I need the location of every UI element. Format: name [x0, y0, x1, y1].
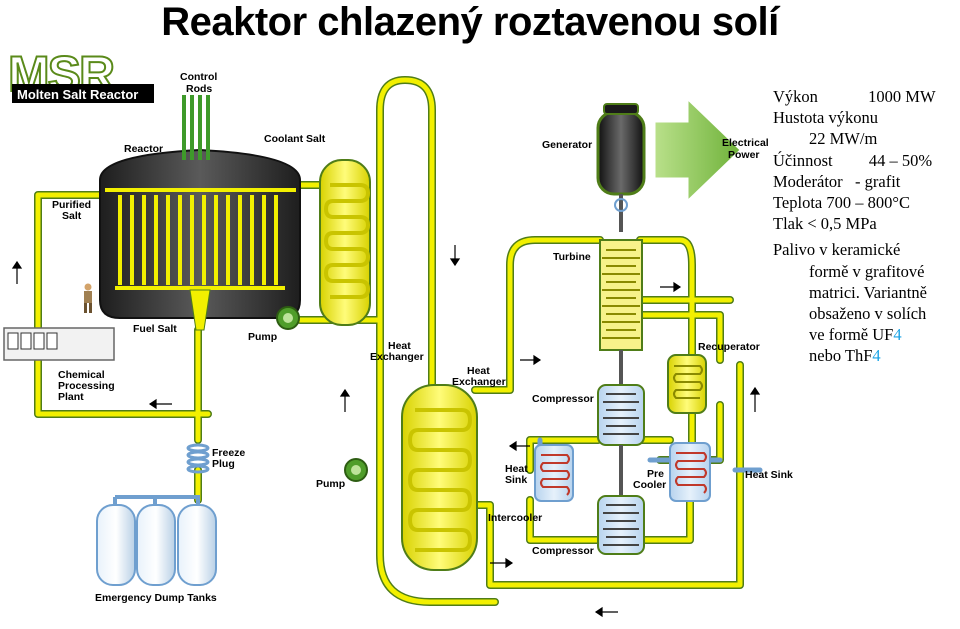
arrow-up-icon: [749, 386, 761, 412]
generator: [596, 103, 646, 232]
label-pump-2: Pump: [316, 478, 345, 490]
param-hustota-label: Hustota výkonu: [773, 108, 878, 128]
param-tlak: Tlak < 0,5 MPa: [773, 214, 877, 234]
label-recuperator: Recuperator: [698, 341, 760, 353]
label-pre-cooler-2: Cooler: [633, 479, 666, 491]
label-compressor-2: Compressor: [532, 545, 594, 557]
label-pump-1: Pump: [248, 331, 277, 343]
flow-arrows: [11, 245, 761, 618]
heat-exchanger-2: [401, 384, 478, 571]
label-heat-exchanger-1a: Heat: [388, 340, 411, 352]
param-vykon-label: Výkon: [773, 87, 818, 106]
msr-logo: MSR Molten Salt Reactor: [7, 45, 154, 103]
reactor-vessel: [99, 95, 301, 331]
freeze-plug: [186, 443, 210, 474]
label-heat-sink-1b: Sink: [505, 474, 527, 486]
param-palivo-5: ve formě UF4: [773, 324, 960, 345]
diagram-labels: Control Rods Reactor Coolant Salt Purifi…: [52, 71, 793, 604]
param-palivo-1: Palivo v keramické: [773, 240, 901, 260]
label-control-rods-2: Rods: [186, 83, 212, 95]
chemical-plant-panel: [3, 327, 115, 361]
msr-subtitle-text: Molten Salt Reactor: [17, 87, 138, 102]
arrow-up-icon: [594, 606, 618, 618]
label-electrical-power-2: Power: [728, 149, 760, 161]
arrow-right-icon: [490, 557, 514, 569]
label-freeze-plug: Freeze: [212, 447, 245, 459]
label-heat-sink-2: Heat Sink: [745, 469, 793, 481]
param-palivo-2: formě v grafitové: [809, 261, 925, 281]
label-emergency-tanks: Emergency Dump Tanks: [95, 592, 217, 604]
pump-1: [276, 306, 300, 330]
param-palivo-6: nebo ThF4: [773, 345, 960, 366]
label-reactor: Reactor: [124, 143, 163, 155]
label-generator: Generator: [542, 139, 592, 151]
label-heat-sink-1: Heat: [505, 463, 528, 475]
label-freeze-plug-2: Plug: [212, 458, 235, 470]
arrow-up-icon: [11, 260, 23, 284]
label-chemical: Chemical: [58, 369, 105, 381]
param-palivo-6-sub: 4: [872, 346, 881, 366]
param-vykon: Výkon 1000 MW: [773, 86, 960, 107]
reactor-core-rods: [118, 195, 278, 285]
parameters-panel: Výkon 1000 MW Hustota výkonu 22 MW/m Úči…: [773, 86, 960, 367]
param-palivo-5-sub: 4: [893, 325, 902, 345]
label-intercooler: Intercooler: [488, 512, 542, 524]
heat-exchanger-1: [319, 159, 371, 326]
label-pre-cooler: Pre: [647, 468, 664, 480]
pump-2: [344, 458, 368, 482]
arrow-up-icon: [339, 388, 351, 412]
label-heat-exchanger-2b: Exchanger: [452, 376, 506, 388]
emergency-dump-tanks: [96, 495, 217, 586]
turbine: [599, 239, 643, 388]
pre-cooler: [669, 442, 711, 502]
label-processing: Processing: [58, 380, 115, 392]
worker-figure-icon: [84, 283, 92, 313]
compressor-1: [597, 384, 645, 498]
label-compressor-1: Compressor: [532, 393, 594, 405]
param-palivo-4: obsaženo v solích: [809, 304, 927, 324]
arrow-left-icon: [508, 440, 530, 452]
label-plant: Plant: [58, 391, 84, 403]
arrow-left-icon: [148, 398, 172, 410]
param-ucinnost-value: 44 – 50%: [868, 150, 933, 170]
param-palivo-3: matrici. Variantně: [809, 282, 927, 302]
arrow-down-icon: [449, 245, 461, 267]
label-control-rods: Control: [180, 71, 217, 83]
control-rods: [182, 95, 210, 160]
arrow-right-icon: [520, 354, 542, 366]
recuperator: [667, 354, 707, 414]
param-teplota: Teplota 700 – 800°C: [773, 193, 910, 213]
page-title: Reaktor chlazený roztavenou solí: [161, 0, 779, 44]
electrical-power-arrow-icon: [654, 98, 741, 202]
label-purified-salt: Purified: [52, 199, 91, 211]
label-fuel-salt: Fuel Salt: [133, 323, 177, 335]
param-hustota-value: 22 MW/m: [809, 129, 878, 149]
label-electrical-power: Electrical: [722, 137, 769, 149]
label-heat-exchanger-1b: Exchanger: [370, 351, 424, 363]
msr-subtitle-bg: [12, 84, 154, 103]
param-ucinnost-label: Účinnost: [773, 150, 833, 170]
label-turbine: Turbine: [553, 251, 591, 263]
param-ucinnost: Účinnost 44 – 50%: [773, 150, 960, 171]
compressor-2: [597, 495, 645, 555]
param-vykon-value: 1000 MW: [868, 87, 936, 106]
param-moderator: Moderátor - grafit: [773, 171, 901, 191]
param-palivo-6-text: nebo ThF: [809, 346, 873, 366]
heat-sink-1: [534, 444, 574, 502]
arrow-right-icon: [660, 281, 682, 293]
label-coolant-salt: Coolant Salt: [264, 133, 326, 145]
label-purified-salt-2: Salt: [62, 210, 82, 222]
pipe-network: [34, 76, 763, 606]
param-palivo-5-text: ve formě UF: [809, 325, 894, 345]
label-heat-exchanger-2a: Heat: [467, 365, 490, 377]
